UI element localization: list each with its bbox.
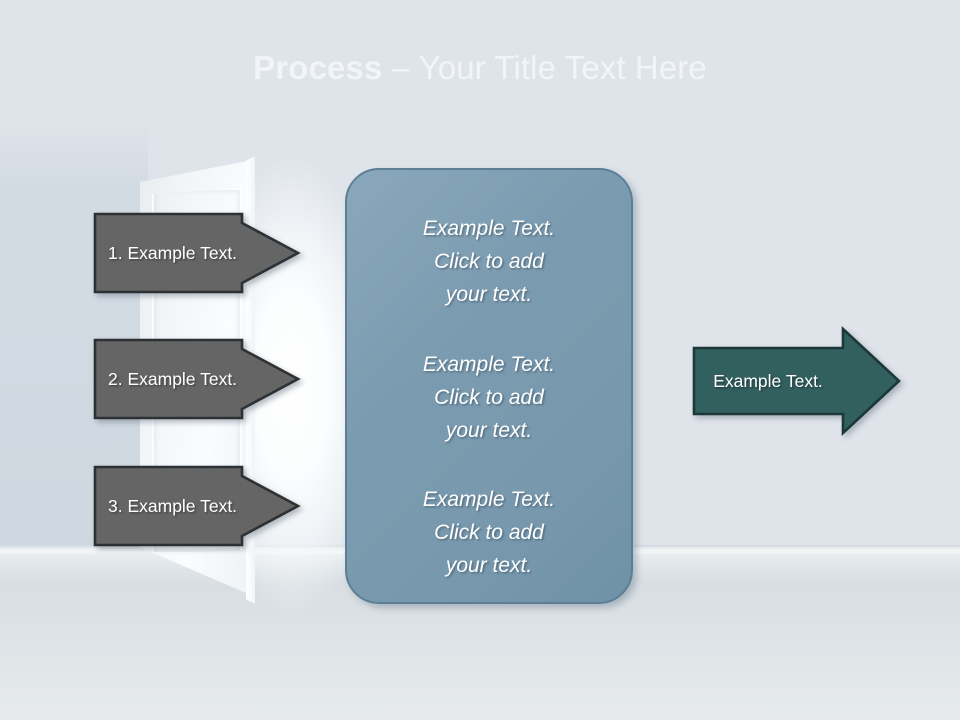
step-arrow-2[interactable]: [93, 338, 301, 420]
step-arrow-3[interactable]: [93, 465, 301, 547]
center-panel-block-3: Example Text. Click to add your text.: [422, 488, 556, 578]
center-panel-block-1: Example Text. Click to add your text.: [422, 217, 556, 307]
step-arrow-1[interactable]: [93, 212, 301, 294]
slide-title-rest: – Your Title Text Here: [382, 49, 707, 86]
result-arrow[interactable]: [692, 326, 903, 436]
center-content-panel[interactable]: Example Text. Click to add your text. Ex…: [345, 168, 633, 604]
center-panel-block-2: Example Text. Click to add your text.: [422, 352, 556, 442]
slide-title-bold: Process: [253, 49, 383, 86]
slide-title: Process – Your Title Text Here: [0, 49, 960, 87]
